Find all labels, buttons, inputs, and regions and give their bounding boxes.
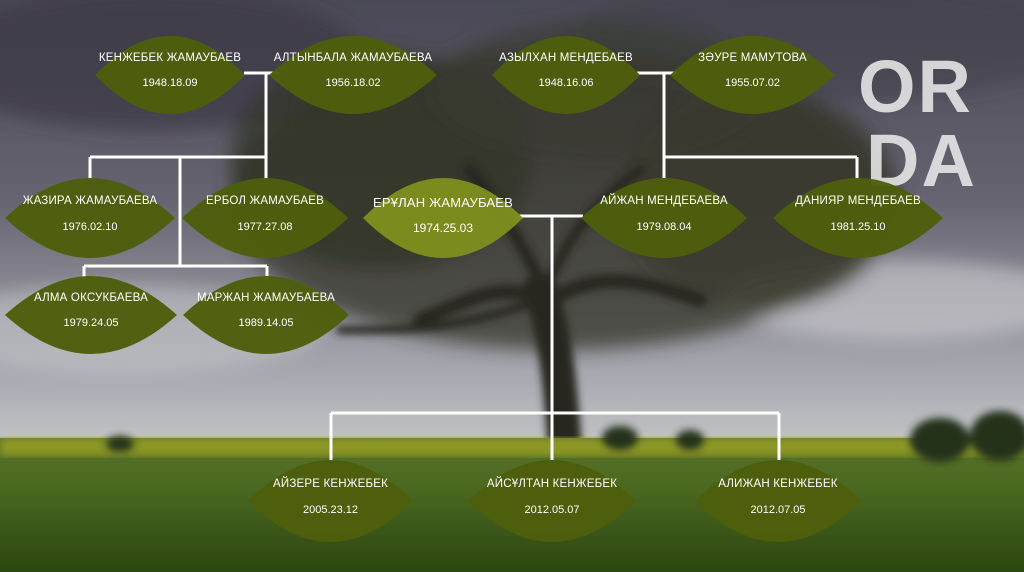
member-birthdate: 1948.16.06 bbox=[538, 77, 594, 90]
member-birthdate: 1979.08.04 bbox=[636, 220, 692, 233]
member-leaf-altynbala: АЛТЫНБАЛА ЖАМАУБАЕВА 1956.18.02 bbox=[269, 36, 437, 114]
member-name: АЛМА ОКСУКБАЕВА bbox=[34, 292, 148, 305]
member-name: ЖАЗИРА ЖАМАУБАЕВА bbox=[22, 195, 158, 207]
member-name: МАРЖАН ЖАМАУБАЕВА bbox=[197, 292, 335, 305]
member-leaf-zaure: ЗӘУРЕ МАМУТОВА 1955.07.02 bbox=[670, 36, 835, 114]
member-leaf-erulan: ЕРҰЛАН ЖАМАУБАЕВ 1974.25.03 bbox=[363, 178, 523, 258]
member-leaf-alizhan: АЛИЖАН КЕНЖЕБЕК 2012.07.05 bbox=[695, 460, 861, 542]
member-birthdate: 1989.14.05 bbox=[238, 317, 294, 330]
leaf-shape bbox=[248, 460, 413, 542]
member-leaf-erbol: ЕРБОЛ ЖАМАУБАЕВ 1977.27.08 bbox=[182, 178, 348, 258]
member-name: АЗЫЛХАН МЕНДЕБАЕВ bbox=[499, 52, 633, 65]
member-birthdate: 1956.18.02 bbox=[325, 77, 381, 90]
member-leaf-aizere: АЙЗЕРЕ КЕНЖЕБЕК 2005.23.12 bbox=[248, 460, 413, 542]
member-birthdate: 1955.07.02 bbox=[724, 77, 781, 90]
member-leaf-aizhan: АЙЖАН МЕНДЕБАЕВА 1979.08.04 bbox=[581, 178, 747, 258]
leaf-shape bbox=[773, 178, 943, 258]
member-birthdate: 1974.25.03 bbox=[412, 220, 474, 235]
member-name: ЗӘУРЕ МАМУТОВА bbox=[698, 52, 807, 65]
member-leaf-kenzhebek: КЕНЖЕБЕК ЖАМАУБАЕВ 1948.18.09 bbox=[95, 36, 245, 114]
leaf-shape bbox=[468, 460, 636, 542]
member-name: АЙСҰЛТАН КЕНЖЕБЕК bbox=[486, 477, 618, 490]
leaf-shape bbox=[95, 36, 245, 114]
leaf-shape bbox=[492, 36, 640, 114]
member-leaf-daniyar: ДАНИЯР МЕНДЕБАЕВ 1981.25.10 bbox=[773, 178, 943, 258]
member-leaf-marzhan: МАРЖАН ЖАМАУБАЕВА 1989.14.05 bbox=[183, 276, 349, 354]
leaf-shape bbox=[670, 36, 835, 114]
leaf-shape bbox=[5, 276, 177, 354]
member-leaf-aisultan: АЙСҰЛТАН КЕНЖЕБЕК 2012.05.07 bbox=[468, 460, 636, 542]
leaf-shape bbox=[182, 178, 348, 258]
member-birthdate: 1981.25.10 bbox=[830, 220, 886, 233]
member-birthdate: 2012.05.07 bbox=[524, 503, 580, 516]
member-leaf-zhazira: ЖАЗИРА ЖАМАУБАЕВА 1976.02.10 bbox=[5, 178, 175, 258]
member-name: КЕНЖЕБЕК ЖАМАУБАЕВ bbox=[98, 52, 242, 65]
member-name: АЛТЫНБАЛА ЖАМАУБАЕВА bbox=[273, 52, 433, 65]
member-name: АЙЗЕРЕ КЕНЖЕБЕК bbox=[273, 477, 388, 490]
orda-logo: OR DA bbox=[858, 45, 998, 198]
member-name: ЕРБОЛ ЖАМАУБАЕВ bbox=[206, 195, 324, 207]
member-birthdate: 2012.07.05 bbox=[750, 503, 806, 516]
member-birthdate: 2005.23.12 bbox=[302, 503, 359, 516]
leaf-shape bbox=[5, 178, 175, 258]
member-name: ДАНИЯР МЕНДЕБАЕВ bbox=[795, 195, 921, 207]
member-birthdate: 1977.27.08 bbox=[237, 220, 293, 233]
logo-line-1: OR bbox=[858, 45, 973, 128]
leaf-shape bbox=[581, 178, 747, 258]
member-leaf-azylkhan: АЗЫЛХАН МЕНДЕБАЕВ 1948.16.06 bbox=[492, 36, 640, 114]
member-name: АЙЖАН МЕНДЕБАЕВА bbox=[600, 195, 728, 207]
member-name: ЕРҰЛАН ЖАМАУБАЕВ bbox=[372, 195, 514, 210]
leaf-shape bbox=[363, 178, 523, 258]
leaf-shape bbox=[183, 276, 349, 354]
member-birthdate: 1976.02.10 bbox=[62, 220, 118, 233]
member-birthdate: 1979.24.05 bbox=[63, 317, 119, 330]
member-birthdate: 1948.18.09 bbox=[142, 77, 198, 90]
leaf-shape bbox=[269, 36, 437, 114]
member-leaf-alma: АЛМА ОКСУКБАЕВА 1979.24.05 bbox=[5, 276, 177, 354]
member-name: АЛИЖАН КЕНЖЕБЕК bbox=[718, 477, 838, 490]
leaf-shape bbox=[695, 460, 861, 542]
